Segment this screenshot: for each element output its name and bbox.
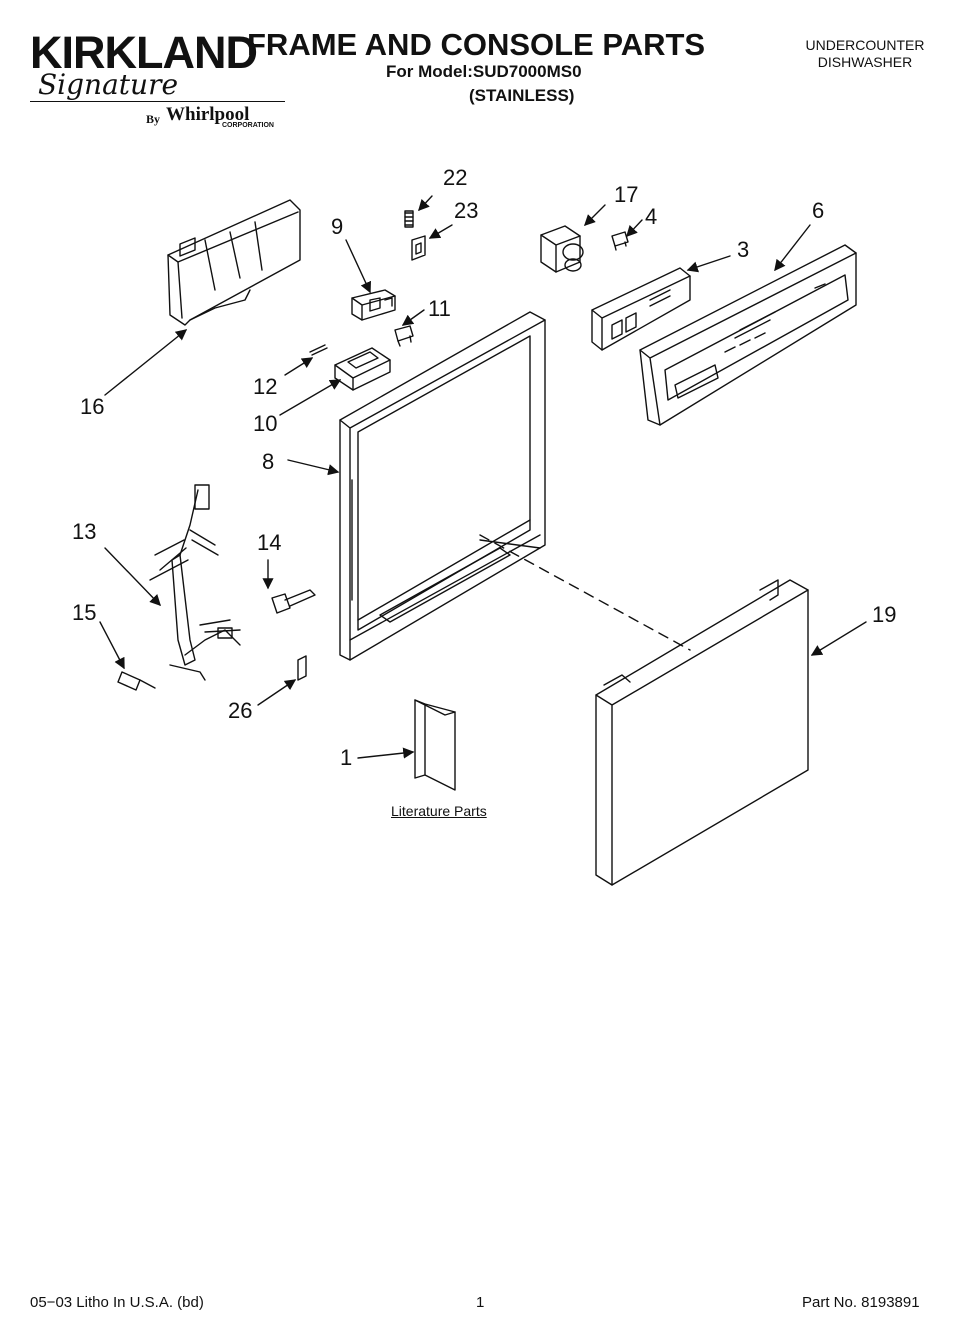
part-11-switch <box>394 325 414 347</box>
part-3-control-panel <box>591 267 691 351</box>
callout-19: 19 <box>872 602 897 627</box>
callout-3: 3 <box>737 237 750 262</box>
part-26-clip <box>297 655 307 681</box>
part-6-console <box>639 244 857 426</box>
brand-divider <box>30 101 285 102</box>
part-16-cover <box>167 199 301 326</box>
callout-10: 10 <box>253 411 278 436</box>
page-title: FRAME AND CONSOLE PARTS <box>247 27 706 62</box>
part-13-wire-harness <box>149 484 241 681</box>
callout-26: 26 <box>228 698 253 723</box>
callout-1: 1 <box>340 745 353 770</box>
footer-part-number: Part No. 8193891 <box>802 1294 920 1311</box>
brand-logo-signature: Signature <box>38 68 179 101</box>
part-19-door-panel <box>595 579 809 886</box>
brand-by-label: By <box>146 112 161 126</box>
part-8-frame <box>339 311 546 661</box>
literature-parts-label: Literature Parts <box>391 803 487 819</box>
callout-12: 12 <box>253 374 278 399</box>
leader-lines <box>99 195 867 759</box>
part-22-spring <box>404 210 414 228</box>
callout-17: 17 <box>614 182 639 207</box>
footer-print-info: 05−03 Litho In U.S.A. (bd) <box>30 1294 204 1311</box>
callout-8: 8 <box>262 449 275 474</box>
part-1-literature <box>414 699 456 791</box>
callout-22: 22 <box>443 165 468 190</box>
callout-23: 23 <box>454 198 479 223</box>
callout-13: 13 <box>72 519 97 544</box>
callout-4: 4 <box>645 204 658 229</box>
callout-14: 14 <box>257 530 282 555</box>
model-label: For Model:SUD7000MS0 <box>386 62 582 81</box>
part-4-clip <box>611 231 629 251</box>
part-14-sensor <box>271 589 316 614</box>
part-23-bracket <box>411 235 426 261</box>
part-12-pin <box>309 344 328 356</box>
callout-11: 11 <box>428 296 451 321</box>
product-type-line2: DISHWASHER <box>817 54 913 70</box>
brand-logo-whirlpool: Whirlpool <box>166 104 250 125</box>
brand-logo-corporation: CORPORATION <box>222 122 274 129</box>
product-type-line1: UNDERCOUNTER <box>805 37 925 53</box>
part-9-latch <box>351 289 396 321</box>
part-10-strike <box>334 347 391 391</box>
part-17-switch <box>540 225 584 273</box>
callout-9: 9 <box>331 214 344 239</box>
brand-logo-kirkland: KIRKLAND <box>30 27 258 78</box>
callout-6: 6 <box>812 198 825 223</box>
assembly-guide-line <box>479 534 691 651</box>
callout-15: 15 <box>72 600 97 625</box>
footer-page-number: 1 <box>476 1294 485 1311</box>
callout-16: 16 <box>80 394 105 419</box>
part-15-screw <box>117 671 156 691</box>
finish-label: (STAINLESS) <box>469 86 575 105</box>
